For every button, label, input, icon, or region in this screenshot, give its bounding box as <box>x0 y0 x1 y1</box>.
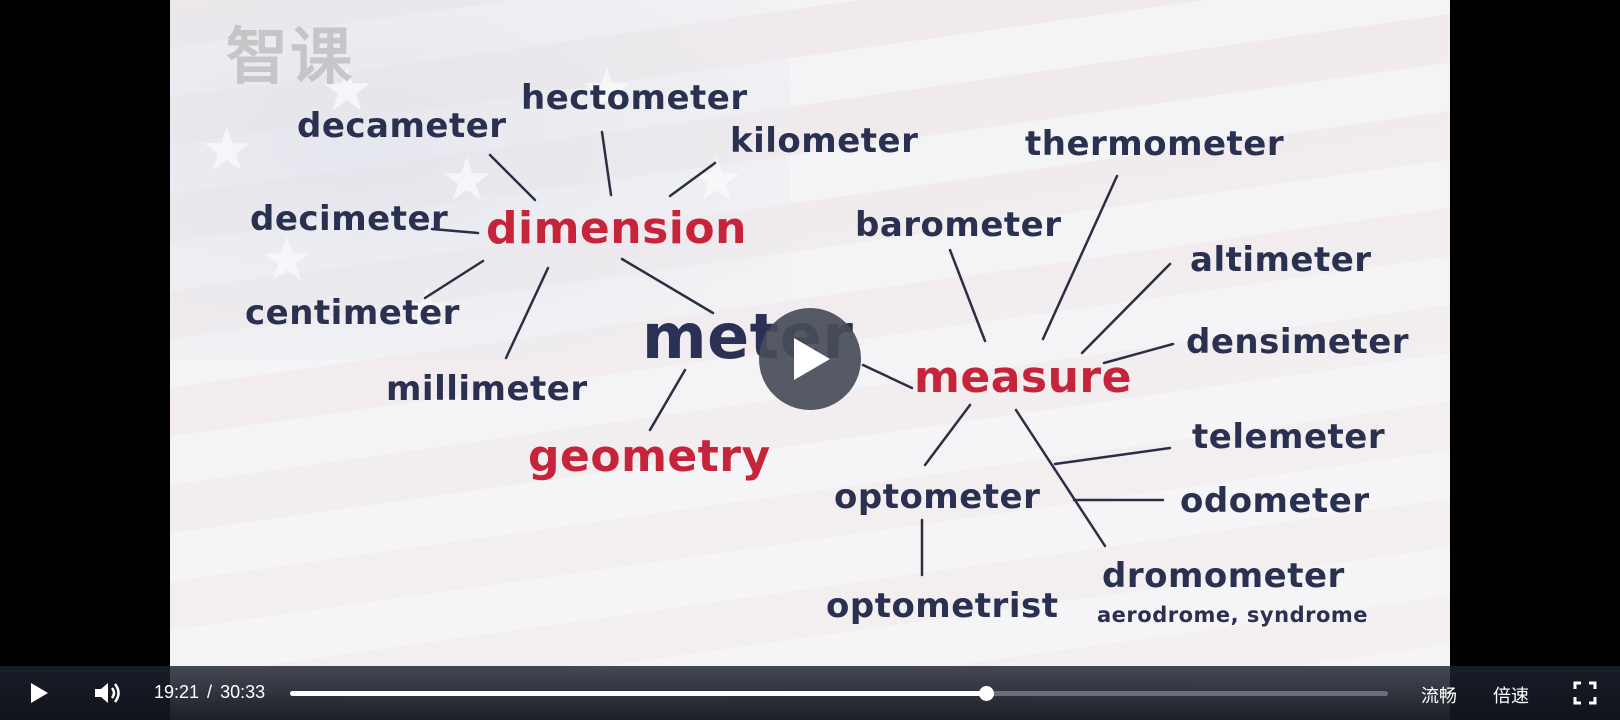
connector-line <box>648 368 687 432</box>
word-odometer: odometer <box>1180 481 1370 521</box>
connector-line <box>504 266 550 360</box>
control-bar: 19:21 / 30:33 流畅 倍速 <box>0 666 1620 720</box>
connector-line <box>620 257 715 315</box>
word-decameter: decameter <box>297 106 507 146</box>
duration: 30:33 <box>220 682 266 702</box>
progress-thumb[interactable] <box>979 686 995 701</box>
big-play-icon <box>794 338 830 380</box>
connector-line <box>1041 174 1119 341</box>
connector-lines <box>423 130 1175 577</box>
fullscreen-button[interactable] <box>1572 680 1598 706</box>
progress-fill <box>290 691 987 696</box>
connector-line <box>1102 342 1175 365</box>
play-button[interactable] <box>24 679 52 707</box>
word-optometrist: optometrist <box>826 586 1059 626</box>
hub-dimension: dimension <box>486 203 747 254</box>
word-millimeter: millimeter <box>386 369 588 409</box>
zhike-watermark-logo: 智课 <box>226 20 355 93</box>
connector-line <box>668 161 717 198</box>
word-dromometer-note: aerodrome, syndrome <box>1097 603 1369 627</box>
hub-measure: measure <box>914 352 1132 403</box>
time-separator: / <box>207 682 213 702</box>
connector-line <box>948 248 987 343</box>
word-kilometer: kilometer <box>730 121 919 161</box>
connector-line <box>861 363 914 390</box>
connector-line <box>1080 262 1172 355</box>
word-dromometer: dromometer <box>1102 556 1345 596</box>
word-telemeter: telemeter <box>1192 417 1386 457</box>
progress-bar[interactable] <box>290 686 1388 701</box>
volume-icon <box>95 683 120 703</box>
play-icon <box>31 683 48 703</box>
word-thermometer: thermometer <box>1025 124 1285 164</box>
connector-line <box>430 227 480 235</box>
playback-speed-button[interactable]: 倍速 <box>1493 686 1529 707</box>
word-centimeter: centimeter <box>245 293 460 333</box>
connector-line <box>923 403 972 467</box>
connector-line <box>423 259 485 300</box>
word-optometer: optometer <box>834 477 1041 517</box>
connector-line <box>488 153 537 202</box>
big-play-button[interactable] <box>759 308 861 410</box>
current-time: 19:21 <box>154 682 200 702</box>
word-decimeter: decimeter <box>250 199 449 239</box>
hub-geometry: geometry <box>528 431 771 482</box>
connector-line <box>600 130 613 197</box>
volume-button[interactable] <box>92 679 126 707</box>
connector-line <box>1014 408 1107 548</box>
word-hectometer: hectometer <box>521 78 748 118</box>
quality-button[interactable]: 流畅 <box>1421 686 1457 707</box>
word-densimeter: densimeter <box>1186 322 1410 362</box>
word-barometer: barometer <box>855 205 1062 245</box>
word-altimeter: altimeter <box>1190 240 1372 280</box>
fullscreen-icon <box>1573 681 1597 705</box>
connector-line <box>1053 446 1172 466</box>
time-display: 19:21 / 30:33 <box>154 682 265 703</box>
